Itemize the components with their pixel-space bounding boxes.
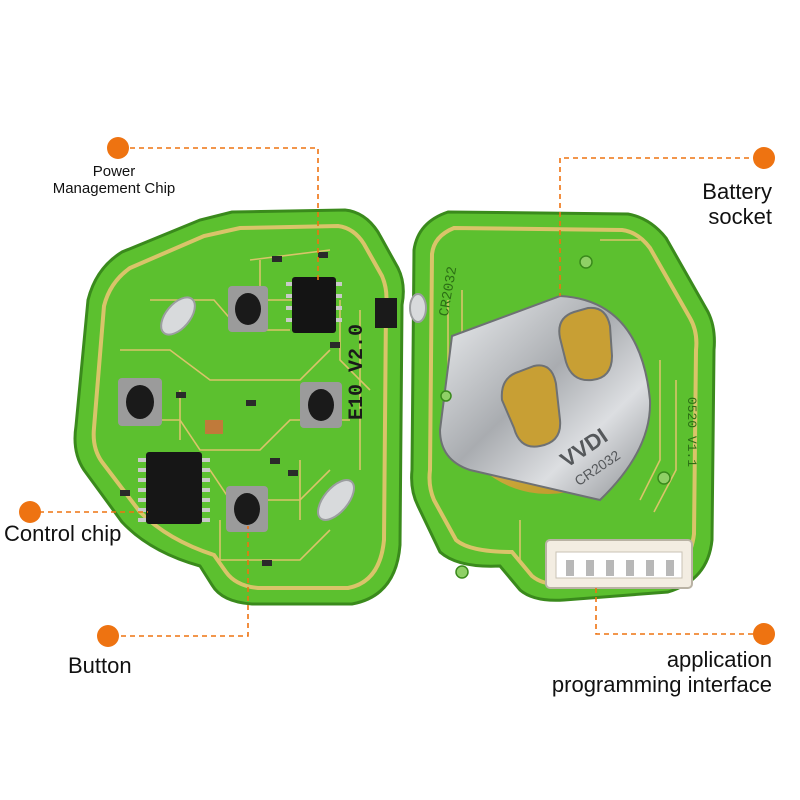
left-ground-pad [375,298,397,328]
label-control-chip: Control chip [4,521,122,546]
label-battery-line2: socket [708,203,772,229]
left-pcb: E10 V2.0 [73,208,405,606]
label-power-line2: Management Chip [52,179,176,197]
power-chip-pins [286,282,342,322]
label-api-line1: application [666,647,772,672]
api-connector [545,539,693,589]
dot-control [19,501,41,523]
control-chip-pins [138,458,210,522]
label-power-line1: Power [92,163,136,180]
battery-clip-cutouts [500,306,614,448]
label-battery-line1: Battery [702,179,772,204]
left-pad-top [160,296,196,336]
leader-button [112,526,249,637]
right-pad [409,293,427,323]
right-holes [440,255,671,579]
left-board-rail [91,223,389,590]
left-board-code: E10 V2.0 [346,324,369,420]
button-switches [118,286,342,532]
right-board-version: 0520 V1.1 [684,397,699,467]
leader-api [595,586,762,635]
dot-battery [753,147,775,169]
power-management-chip [292,277,336,333]
left-small-components [120,252,340,566]
dot-api [753,623,775,645]
right-pcb: CR2032 0520 V1.1 VVDI CR2032 [409,210,716,602]
label-battery-socket: Battery socket [702,179,772,229]
dot-power [107,137,129,159]
left-pad-bottom [317,479,355,521]
dot-button [97,625,119,647]
left-crystal [205,420,223,434]
label-button: Button [68,653,132,678]
label-power-management-chip: Power Management Chip [40,163,188,198]
control-chip [146,452,202,524]
leader-battery [559,157,758,296]
label-api-line2: programming interface [551,671,772,697]
callout-dots [19,137,775,647]
leader-lines [30,147,762,637]
label-application-programming-interface: application programming interface [551,647,772,697]
